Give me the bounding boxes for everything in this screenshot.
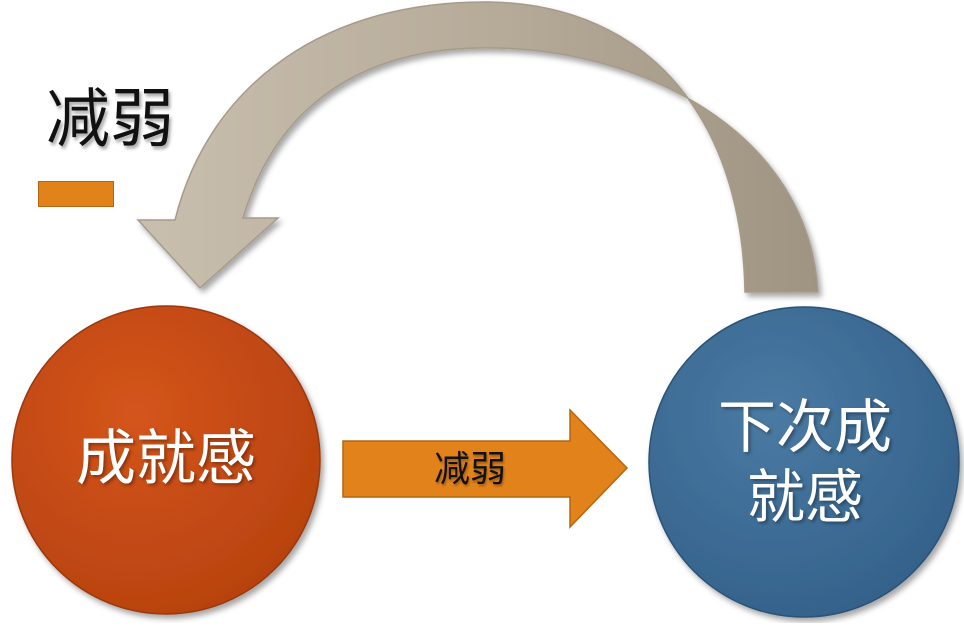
forward-arrow-label: 减弱 (433, 449, 506, 490)
next-achievement-node (648, 306, 960, 618)
feedback-arc-arrow (136, 1, 819, 293)
legend-title: 减弱 (46, 83, 174, 157)
achievement-node (11, 305, 321, 615)
forward-arrow (342, 408, 629, 529)
next-achievement-label: 下次成 就感 (700, 392, 910, 532)
next-achievement-label-line1: 下次成 (717, 393, 892, 461)
legend-swatch (38, 181, 114, 207)
achievement-label: 成就感 (76, 424, 256, 494)
next-achievement-label-line2: 就感 (746, 463, 863, 531)
